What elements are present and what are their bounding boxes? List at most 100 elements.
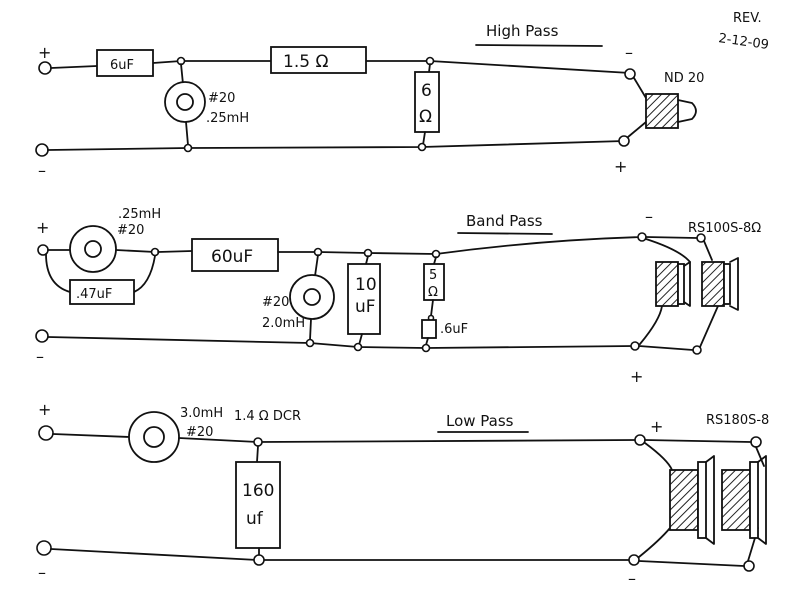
high-pass-driver-leads <box>627 77 647 138</box>
band-pass-cap-10uf <box>347 263 381 335</box>
low-pass-circuit: Low Pass + – 3.0mH #20 1.4 Ω DCR 160 uf … <box>36 400 769 588</box>
low-pass-inductor-gauge: #20 <box>186 425 213 440</box>
low-pass-node <box>253 554 265 566</box>
band-pass-res5-lead <box>433 256 437 265</box>
band-pass-node <box>353 342 363 352</box>
low-pass-driver-minus-terminal <box>628 554 640 566</box>
low-pass-input-minus: – <box>38 563 46 582</box>
high-pass-input-minus: – <box>38 161 46 180</box>
low-pass-driver-wires <box>638 439 765 567</box>
band-pass-cap-series-label: 60uF <box>211 247 253 267</box>
high-pass-inductor-core <box>176 93 194 111</box>
high-pass-inductor-gauge: #20 <box>208 91 235 106</box>
revision-note: REV. 2-12-09 <box>717 11 769 53</box>
tweeter-nd20 <box>645 93 679 129</box>
band-pass-cap-shunt-unit: uF <box>355 297 376 317</box>
band-pass-inductor2-gauge: #20 <box>262 295 289 310</box>
band-pass-bottom-wire <box>47 336 636 349</box>
high-pass-title-underline <box>475 44 603 47</box>
band-pass-title: Band Pass <box>466 212 543 230</box>
high-pass-inductor-lead-bottom <box>185 121 189 146</box>
low-pass-driver-plus: + <box>650 417 663 436</box>
low-pass-driver-plus-terminal <box>634 434 646 446</box>
high-pass-series-resistor <box>270 46 367 74</box>
band-pass-parallel-cap-leads <box>45 253 156 293</box>
band-pass-inductor-core <box>84 240 102 258</box>
band-pass-cap-parallel-label: .47uF <box>76 287 112 302</box>
high-pass-node <box>183 143 193 153</box>
low-pass-driver-node <box>743 560 755 572</box>
high-pass-shunt-resistor-lead-bottom <box>422 131 426 146</box>
band-pass-driver-label: RS100S-8Ω <box>688 221 761 236</box>
high-pass-inductor-lead <box>180 63 184 85</box>
low-pass-cap-value: 160 <box>242 481 274 501</box>
low-pass-dcr: 1.4 Ω DCR <box>234 409 301 424</box>
band-pass-res-shunt-unit: Ω <box>428 285 438 300</box>
high-pass-driver-label: ND 20 <box>664 71 704 86</box>
low-pass-input-plus-terminal <box>38 425 54 441</box>
band-pass-cap-small <box>421 319 437 339</box>
band-pass-driver-minus: – <box>645 207 653 226</box>
band-pass-wire <box>157 250 193 253</box>
midrange-driver-2 <box>701 257 739 311</box>
band-pass-inductor2-core <box>303 288 321 306</box>
low-pass-cap-160uf <box>235 461 281 549</box>
tweeter-dome <box>677 99 697 123</box>
band-pass-cap-shunt-value: 10 <box>355 275 377 295</box>
band-pass-title-underline <box>457 232 553 235</box>
low-pass-driver-label: RS180S-8 <box>706 413 769 428</box>
band-pass-driver-minus-terminal <box>637 232 647 242</box>
band-pass-cap-60uf <box>191 238 279 272</box>
band-pass-input-plus: + <box>36 218 49 237</box>
high-pass-shunt-resistor-unit: Ω <box>419 107 432 127</box>
high-pass-shunt-resistor-lead <box>428 63 431 73</box>
high-pass-cap-6uf <box>96 49 154 77</box>
band-pass-driver-plus-terminal <box>630 341 640 351</box>
low-pass-driver-node <box>750 436 762 448</box>
high-pass-driver-minus-terminal <box>624 68 636 80</box>
band-pass-res-shunt-value: 5 <box>429 268 437 283</box>
band-pass-node <box>421 343 431 353</box>
revision-label: REV. <box>733 11 762 26</box>
band-pass-node <box>305 338 315 348</box>
low-pass-inductor-core <box>143 426 165 448</box>
high-pass-inductor-value: .25mH <box>206 111 249 126</box>
woofer-driver-1 <box>669 455 715 545</box>
band-pass-inductor2-value: 2.0mH <box>262 316 305 331</box>
low-pass-cap-unit: uf <box>246 509 264 529</box>
high-pass-circuit: High Pass + – 6uF 1.5 Ω #20 .25mH 6 Ω – <box>35 22 704 180</box>
high-pass-driver-plus: + <box>614 157 627 176</box>
low-pass-node <box>253 437 263 447</box>
high-pass-input-minus-terminal <box>35 143 49 157</box>
band-pass-cap-small-label: .6uF <box>440 322 468 337</box>
band-pass-inductor2-lead <box>314 254 319 277</box>
high-pass-shunt-resistor <box>414 71 440 133</box>
high-pass-node <box>417 142 427 152</box>
low-pass-top-wire <box>178 437 641 443</box>
low-pass-input-minus-terminal <box>36 540 52 556</box>
low-pass-driver-minus: – <box>628 569 636 588</box>
band-pass-inductor2-lead-bottom <box>309 318 312 341</box>
band-pass-cap10-lead <box>365 255 369 265</box>
band-pass-top-wire <box>277 236 643 255</box>
band-pass-cap-047uf <box>69 279 135 305</box>
high-pass-shunt-resistor-value: 6 <box>421 81 432 101</box>
woofer-driver-2 <box>721 455 767 545</box>
high-pass-driver-plus-terminal <box>618 135 630 147</box>
band-pass-input-minus-terminal <box>35 329 49 343</box>
high-pass-cap-label: 6uF <box>110 58 134 73</box>
high-pass-input-plus-terminal <box>38 61 52 75</box>
low-pass-title: Low Pass <box>446 412 514 430</box>
low-pass-input-plus: + <box>38 400 51 419</box>
band-pass-wire <box>115 249 156 253</box>
low-pass-cap-lead <box>256 445 259 463</box>
band-pass-driver-wires <box>638 236 719 351</box>
band-pass-driver-plus: + <box>630 367 643 386</box>
band-pass-inductor1-gauge: #20 <box>117 223 144 238</box>
band-pass-inductor1-value: .25mH <box>118 207 161 222</box>
band-pass-circuit: Band Pass + – .25mH #20 .47uF 60uF #20 <box>35 207 761 386</box>
high-pass-driver-minus: – <box>625 43 633 62</box>
band-pass-resistor-5ohm <box>423 263 445 301</box>
low-pass-inductor-value: 3.0mH <box>180 406 223 421</box>
